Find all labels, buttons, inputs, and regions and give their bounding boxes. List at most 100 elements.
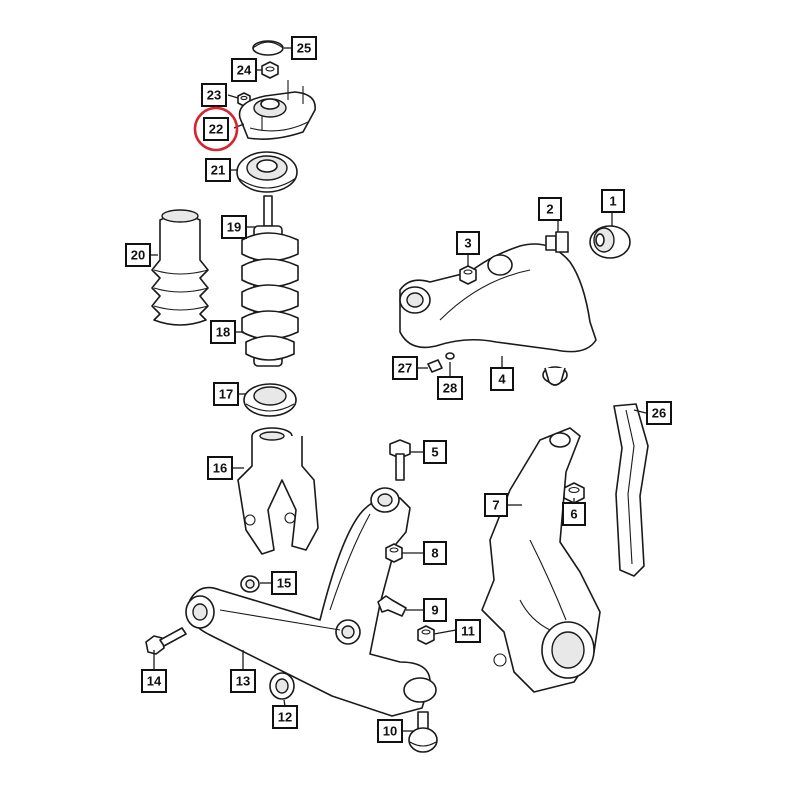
callout-22[interactable]: 22: [193, 106, 239, 152]
part-28-washer: [445, 352, 455, 360]
part-25-dust-cap: [252, 40, 284, 56]
part-27-bolt: [427, 359, 443, 373]
callout-box: [437, 376, 463, 400]
callout-box: [203, 117, 229, 141]
part-17-lower-spring-seat: [243, 383, 297, 417]
part-8-nut: [385, 543, 403, 563]
part-24-nut: [261, 61, 279, 79]
part-4-upper-control-arm: [399, 243, 597, 386]
callout-25[interactable]: 25: [291, 36, 317, 60]
callout-box: [456, 231, 480, 255]
callout-number: 3: [464, 236, 471, 251]
highlight-circle: [193, 106, 239, 152]
part-21-upper-spring-seat: [236, 151, 298, 193]
callout-9[interactable]: 9: [423, 598, 447, 622]
callout-box: [423, 598, 447, 622]
callout-box: [392, 356, 418, 380]
callout-14[interactable]: 14: [141, 669, 167, 693]
part-1-bushing: [589, 225, 631, 259]
callout-number: 8: [431, 546, 438, 561]
part-9-bolt: [377, 595, 407, 617]
callout-number: 23: [207, 88, 221, 103]
part-15-nut: [240, 575, 260, 593]
callout-3[interactable]: 3: [456, 231, 480, 255]
callout-number: 18: [216, 325, 230, 340]
part-22-upper-strut-mount: [238, 80, 316, 140]
callout-box: [291, 36, 317, 60]
part-10-ball-joint: [408, 711, 438, 753]
callout-15[interactable]: 15: [271, 571, 297, 595]
callout-box: [562, 502, 586, 526]
callout-number: 7: [492, 498, 499, 513]
part-26-shield-bracket: [613, 403, 649, 577]
callout-24[interactable]: 24: [231, 58, 257, 82]
callout-box: [490, 367, 514, 391]
callout-number: 6: [570, 507, 577, 522]
part-11-nut: [417, 625, 435, 645]
callout-box: [231, 58, 257, 82]
callout-number: 25: [297, 41, 311, 56]
callout-26[interactable]: 26: [646, 401, 672, 425]
callout-box: [205, 158, 231, 182]
callout-box: [601, 189, 625, 213]
callout-number: 14: [147, 674, 162, 689]
callout-number: 26: [652, 406, 666, 421]
part-20-dust-boot: [151, 209, 209, 326]
callout-number: 28: [443, 381, 457, 396]
callout-box: [201, 83, 227, 107]
callout-17[interactable]: 17: [213, 382, 239, 406]
callout-13[interactable]: 13: [230, 669, 256, 693]
part-12-bushing: [269, 672, 295, 700]
part-3-nut: [459, 265, 477, 285]
callout-number: 11: [461, 624, 475, 639]
part-2-bolt: [545, 231, 569, 253]
callout-7[interactable]: 7: [484, 493, 508, 517]
callout-number: 13: [236, 674, 250, 689]
callout-16[interactable]: 16: [207, 456, 233, 480]
callout-number: 16: [213, 461, 227, 476]
callout-box: [484, 493, 508, 517]
callout-number: 4: [498, 372, 506, 387]
callout-2[interactable]: 2: [538, 197, 562, 221]
callout-number: 9: [431, 603, 438, 618]
callout-number: 10: [383, 724, 397, 739]
callout-10[interactable]: 10: [377, 719, 403, 743]
callout-11[interactable]: 11: [455, 619, 481, 643]
callout-box: [377, 719, 403, 743]
callout-box: [272, 705, 298, 729]
part-13-lower-control-arm: [185, 487, 437, 717]
callout-box: [230, 669, 256, 693]
callout-1[interactable]: 1: [601, 189, 625, 213]
callout-5[interactable]: 5: [423, 440, 447, 464]
part-16-shock-clevis: [237, 427, 319, 555]
callout-number: 2: [546, 202, 553, 217]
part-14-bolt: [145, 627, 187, 655]
callout-number: 17: [219, 387, 233, 402]
callout-6[interactable]: 6: [562, 502, 586, 526]
callout-box: [141, 669, 167, 693]
callout-box: [423, 440, 447, 464]
callout-23[interactable]: 23: [201, 83, 227, 107]
callout-21[interactable]: 21: [205, 158, 231, 182]
callout-number: 5: [431, 445, 438, 460]
callout-number: 22: [209, 122, 223, 137]
callout-number: 19: [227, 220, 241, 235]
callout-28[interactable]: 28: [437, 376, 463, 400]
part-18-coil-spring: [241, 232, 299, 361]
callout-box: [271, 571, 297, 595]
callout-18[interactable]: 18: [210, 320, 236, 344]
callout-20[interactable]: 20: [125, 243, 151, 267]
callout-box: [646, 401, 672, 425]
callout-8[interactable]: 8: [423, 541, 447, 565]
callout-box: [538, 197, 562, 221]
callout-12[interactable]: 12: [272, 705, 298, 729]
callout-4[interactable]: 4: [490, 367, 514, 391]
callout-19[interactable]: 19: [221, 215, 247, 239]
callout-box: [455, 619, 481, 643]
callout-box: [125, 243, 151, 267]
part-7-steering-knuckle: [481, 427, 601, 693]
callout-27[interactable]: 27: [392, 356, 418, 380]
callout-number: 15: [277, 576, 291, 591]
callout-number: 12: [278, 710, 292, 725]
